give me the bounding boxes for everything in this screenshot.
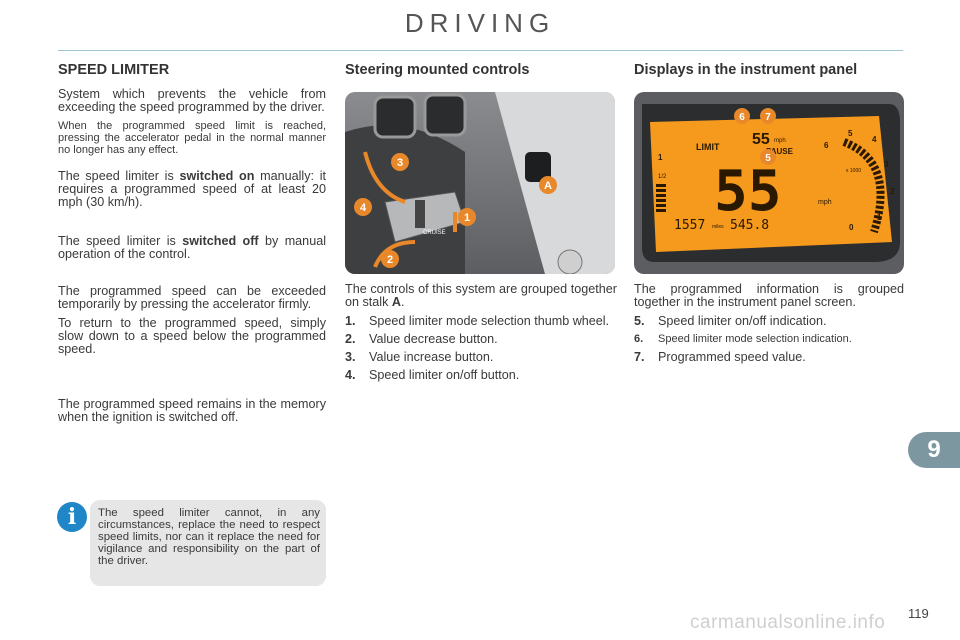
svg-text:55: 55 <box>714 159 781 224</box>
list-item: 5.Speed limiter on/off indication. <box>634 314 827 328</box>
svg-text:5: 5 <box>848 129 853 138</box>
svg-text:5: 5 <box>765 153 771 164</box>
memory-paragraph: The programmed speed remains in the memo… <box>58 397 326 424</box>
svg-text:LIMIT: LIMIT <box>696 142 720 152</box>
svg-text:mph: mph <box>818 199 832 206</box>
callout-6 <box>734 108 750 124</box>
svg-text:0: 0 <box>849 223 854 232</box>
info-text: The speed limiter cannot, in any circums… <box>98 507 320 567</box>
callout-2 <box>381 250 399 268</box>
amber-display <box>650 116 892 252</box>
svg-text:6: 6 <box>824 141 829 150</box>
svg-text:1: 1 <box>877 213 882 222</box>
callout-5 <box>760 149 776 165</box>
exceed-paragraph: The programmed speed can be exceeded tem… <box>58 284 326 311</box>
list-item: 4.Speed limiter on/off button. <box>345 368 520 382</box>
svg-text:1557: 1557 <box>674 218 705 233</box>
svg-text:1: 1 <box>464 212 470 224</box>
svg-text:4: 4 <box>360 202 367 214</box>
callout-3 <box>391 153 409 171</box>
svg-text:1: 1 <box>658 153 663 162</box>
steering-controls-column: Steering mounted controls <box>345 60 617 88</box>
svg-text:3: 3 <box>884 160 889 169</box>
controls-list: 1.Speed limiter mode selection thumb whe… <box>345 315 617 382</box>
list-item: 3.Value increase button. <box>345 350 494 364</box>
svg-text:miles: miles <box>712 224 724 230</box>
page-number: 119 <box>908 606 929 621</box>
callout-A <box>539 176 557 194</box>
svg-text:1/2: 1/2 <box>658 174 667 180</box>
section-title: SPEED LIMITER <box>58 62 170 78</box>
svg-text:A: A <box>544 180 552 192</box>
display-intro: The programmed information is grouped to… <box>634 282 904 309</box>
instrument-panel-text: The programmed information is grouped to… <box>634 283 904 369</box>
accelerator-note: When the programmed speed limit is reach… <box>58 120 326 156</box>
svg-text:3: 3 <box>397 157 403 169</box>
list-item: 2.Value decrease button. <box>345 332 498 346</box>
svg-text:545.8: 545.8 <box>730 218 769 233</box>
svg-text:2: 2 <box>387 254 393 266</box>
callout-7 <box>760 108 776 124</box>
info-box: The speed limiter cannot, in any circums… <box>90 500 326 586</box>
fuel-gauge-bars <box>656 184 666 212</box>
svg-text:mph: mph <box>774 138 786 144</box>
svg-text:7: 7 <box>765 112 771 123</box>
svg-text:2: 2 <box>890 187 895 196</box>
switch-off-paragraph: The speed limiter is switched off by man… <box>58 234 326 261</box>
section-title: Steering mounted controls <box>345 62 530 78</box>
switch-on-paragraph: The speed limiter is switched on manuall… <box>58 169 326 209</box>
list-item: 1.Speed limiter mode selection thumb whe… <box>345 314 610 328</box>
list-item: 7.Programmed speed value. <box>634 350 806 364</box>
speed-limiter-column: SPEED LIMITER System which prevents the … <box>58 60 326 430</box>
instrument-panel-photo: LIMIT 55 mph PAUSE 55 mph 1557 miles 545… <box>634 92 904 274</box>
svg-text:4: 4 <box>872 135 877 144</box>
svg-text:55: 55 <box>752 131 770 148</box>
cruise-label: CRUISE <box>423 230 446 236</box>
list-item: 6.Speed limiter mode selection indicatio… <box>634 333 852 345</box>
page-header-title: DRIVING <box>404 8 556 38</box>
section-title: Displays in the instrument panel <box>634 62 858 78</box>
chapter-tab[interactable]: 9 <box>908 432 960 468</box>
steering-controls-text: The controls of this system are grouped … <box>345 283 617 387</box>
display-list: 5.Speed limiter on/off indication. 6.Spe… <box>634 315 904 364</box>
svg-text:x 1000: x 1000 <box>846 168 861 174</box>
svg-text:6: 6 <box>739 112 745 123</box>
return-paragraph: To return to the programmed speed, simpl… <box>58 316 326 356</box>
watermark: carmanualsonline.info <box>690 612 886 633</box>
steering-stalk-photo: CRUISE 3 4 1 2 A <box>345 92 615 274</box>
callout-4 <box>354 198 372 216</box>
intro-paragraph: System which prevents the vehicle from e… <box>58 87 326 114</box>
info-icon: i <box>57 502 87 532</box>
svg-text:PAUSE: PAUSE <box>766 147 794 156</box>
callout-1 <box>458 208 476 226</box>
instrument-panel-column: Displays in the instrument panel <box>634 60 904 88</box>
stalk-intro: The controls of this system are grouped … <box>345 282 617 309</box>
header-divider <box>58 50 903 51</box>
